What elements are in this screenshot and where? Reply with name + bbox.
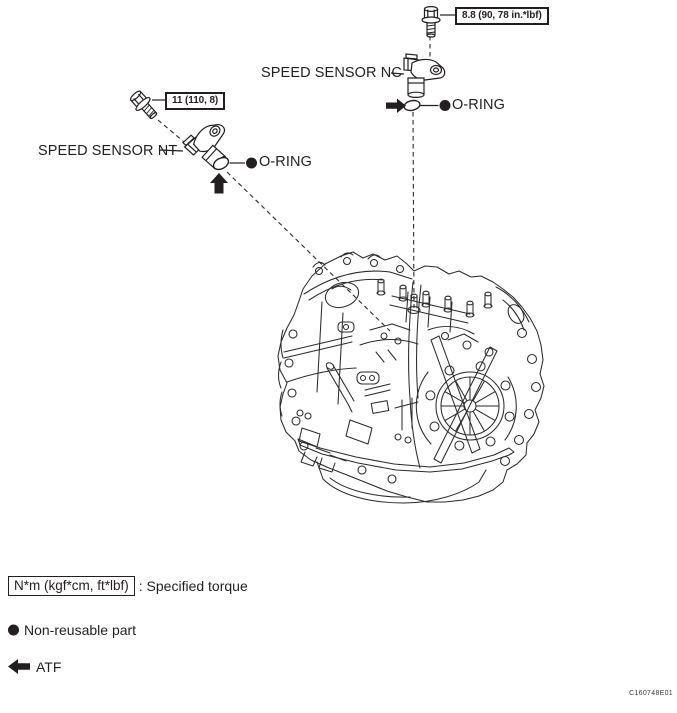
figure-code: C160748E01 xyxy=(629,690,673,697)
legend-atf-arrow-icon xyxy=(8,659,30,674)
nc-sensor-label: SPEED SENSOR NC xyxy=(261,65,402,81)
nt-sensor-label: SPEED SENSOR NT xyxy=(38,143,178,159)
nt-label-leader-line xyxy=(158,149,184,152)
nc-oring xyxy=(403,99,421,112)
nc-non-reusable-dot xyxy=(439,100,451,111)
nc-torque-spec-box: 8.8 (90, 78 in.*lbf) xyxy=(455,7,549,25)
legend-torque-units-box: N*m (kgf*cm, ft*lbf) xyxy=(8,576,135,596)
legend-torque-row: N*m (kgf*cm, ft*lbf): Specified torque xyxy=(8,576,248,596)
nc-oring-label: O-RING xyxy=(452,97,505,113)
wheel xyxy=(415,361,517,451)
nc-sensor xyxy=(403,53,446,99)
legend-non-reusable-text: Non-reusable part xyxy=(24,622,137,638)
nt-atf-arrow-icon xyxy=(210,173,228,194)
nc-atf-arrow-icon xyxy=(386,98,406,113)
nc-label-leader-line xyxy=(390,72,405,75)
nt-bolt xyxy=(129,90,158,120)
legend-torque-text: : Specified torque xyxy=(138,578,248,594)
nc-oring-dashed-line xyxy=(412,111,415,309)
transaxle-drawing xyxy=(277,251,545,504)
nt-oring xyxy=(212,156,230,171)
legend-atf-text: ATF xyxy=(36,659,62,675)
nt-torque-spec-box: 11 (110, 8) xyxy=(165,92,226,110)
oil-pan xyxy=(297,438,515,504)
legend-non-reusable-dot xyxy=(8,624,19,636)
nt-non-reusable-dot xyxy=(246,157,257,169)
nt-sensor xyxy=(182,123,227,170)
nt-oring-dashed-line xyxy=(226,171,391,332)
top-studs xyxy=(376,278,493,318)
nc-bolt xyxy=(421,5,441,38)
nt-oring-label: O-RING xyxy=(259,154,312,170)
